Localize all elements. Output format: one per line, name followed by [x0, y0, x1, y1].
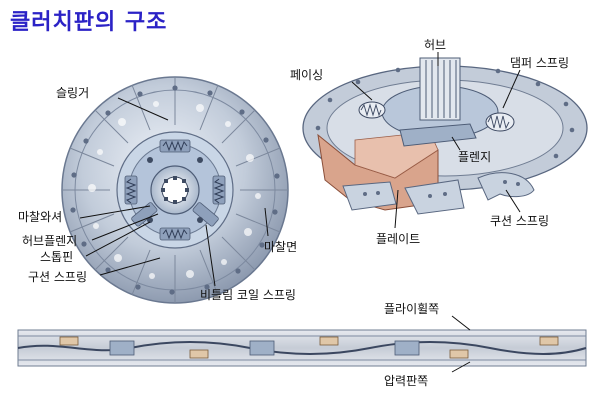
label-cushion-spring-right: 쿠션 스프링: [490, 214, 550, 228]
label-lining: 슬링거: [56, 86, 90, 100]
leader-lines: [79, 52, 521, 373]
label-friction-washer: 마찰와셔: [18, 210, 63, 224]
cross-section-strip: [17, 329, 587, 367]
label-damper-spring: 댐퍼 스프링: [510, 56, 570, 70]
label-hub-flange: 허브플렌지: [22, 234, 78, 248]
clutch-disc-cutaway: [302, 57, 588, 215]
label-flywheel-side: 플라이휠쪽: [384, 302, 440, 316]
label-cushion-spring-left: 구션 스프링: [28, 270, 88, 284]
page-title: 클러치판의 구조: [10, 10, 168, 35]
label-torsion-coil-spring: 비틀림 코일 스프링: [200, 288, 296, 302]
label-friction-surface: 마찰면: [264, 240, 298, 254]
label-flange: 플렌지: [458, 150, 492, 164]
label-pressure-plate-side: 압력판쪽: [384, 374, 429, 388]
label-stop-pin: 스톱핀: [40, 250, 74, 264]
label-facing: 페이싱: [290, 68, 324, 82]
clutch-disc-front: [61, 76, 289, 304]
label-plate: 플레이트: [376, 232, 421, 246]
label-hub: 허브: [424, 38, 447, 52]
